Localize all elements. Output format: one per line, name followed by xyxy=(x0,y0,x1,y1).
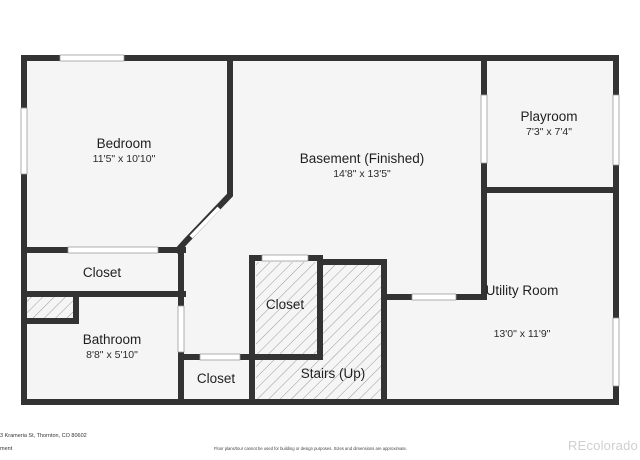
window-playroom xyxy=(612,94,620,166)
door-playroom xyxy=(480,94,488,164)
room-name-bedroom: Bedroom xyxy=(96,136,152,151)
room-name-stairs: Stairs (Up) xyxy=(300,366,366,381)
room-name-closet-c: Closet xyxy=(196,371,236,386)
room-dims-basement: 14'8" x 13'5" xyxy=(333,168,391,180)
door-bathroom xyxy=(177,305,185,353)
brand-logo: REcolorado xyxy=(568,438,638,453)
door-bedroom-closet xyxy=(67,246,159,254)
door-bedroom-angled xyxy=(189,206,221,239)
room-dims-playroom: 7'3" x 7'4" xyxy=(526,126,572,138)
door-utility xyxy=(411,293,457,301)
footer-address: 3 Krameria St, Thornton, CO 80602 xyxy=(0,433,87,439)
openings xyxy=(20,54,620,387)
room-name-utility: Utility Room xyxy=(485,283,559,298)
bath-hatch-block xyxy=(26,296,74,319)
door-closet-c xyxy=(199,353,241,361)
window-utility xyxy=(612,317,620,387)
room-name-basement: Basement (Finished) xyxy=(299,151,425,166)
room-name-closet-b: Closet xyxy=(265,297,305,312)
room-dims-bathroom: 8'8" x 5'10" xyxy=(86,349,138,361)
window-bedroom-left xyxy=(20,107,28,175)
room-name-playroom: Playroom xyxy=(520,109,578,124)
room-name-bathroom: Bathroom xyxy=(82,332,142,347)
door-closet-b xyxy=(261,254,309,262)
room-name-closet-a: Closet xyxy=(82,265,122,280)
footer-disclaimer: Floor plans/tour cannot be used for buil… xyxy=(214,446,407,451)
footer-sub: ment xyxy=(0,446,13,452)
room-dims-bedroom: 11'5" x 10'10" xyxy=(92,153,156,165)
room-dims-utility: 13'0" x 11'9" xyxy=(493,328,551,340)
window-bedroom-top xyxy=(59,54,125,62)
